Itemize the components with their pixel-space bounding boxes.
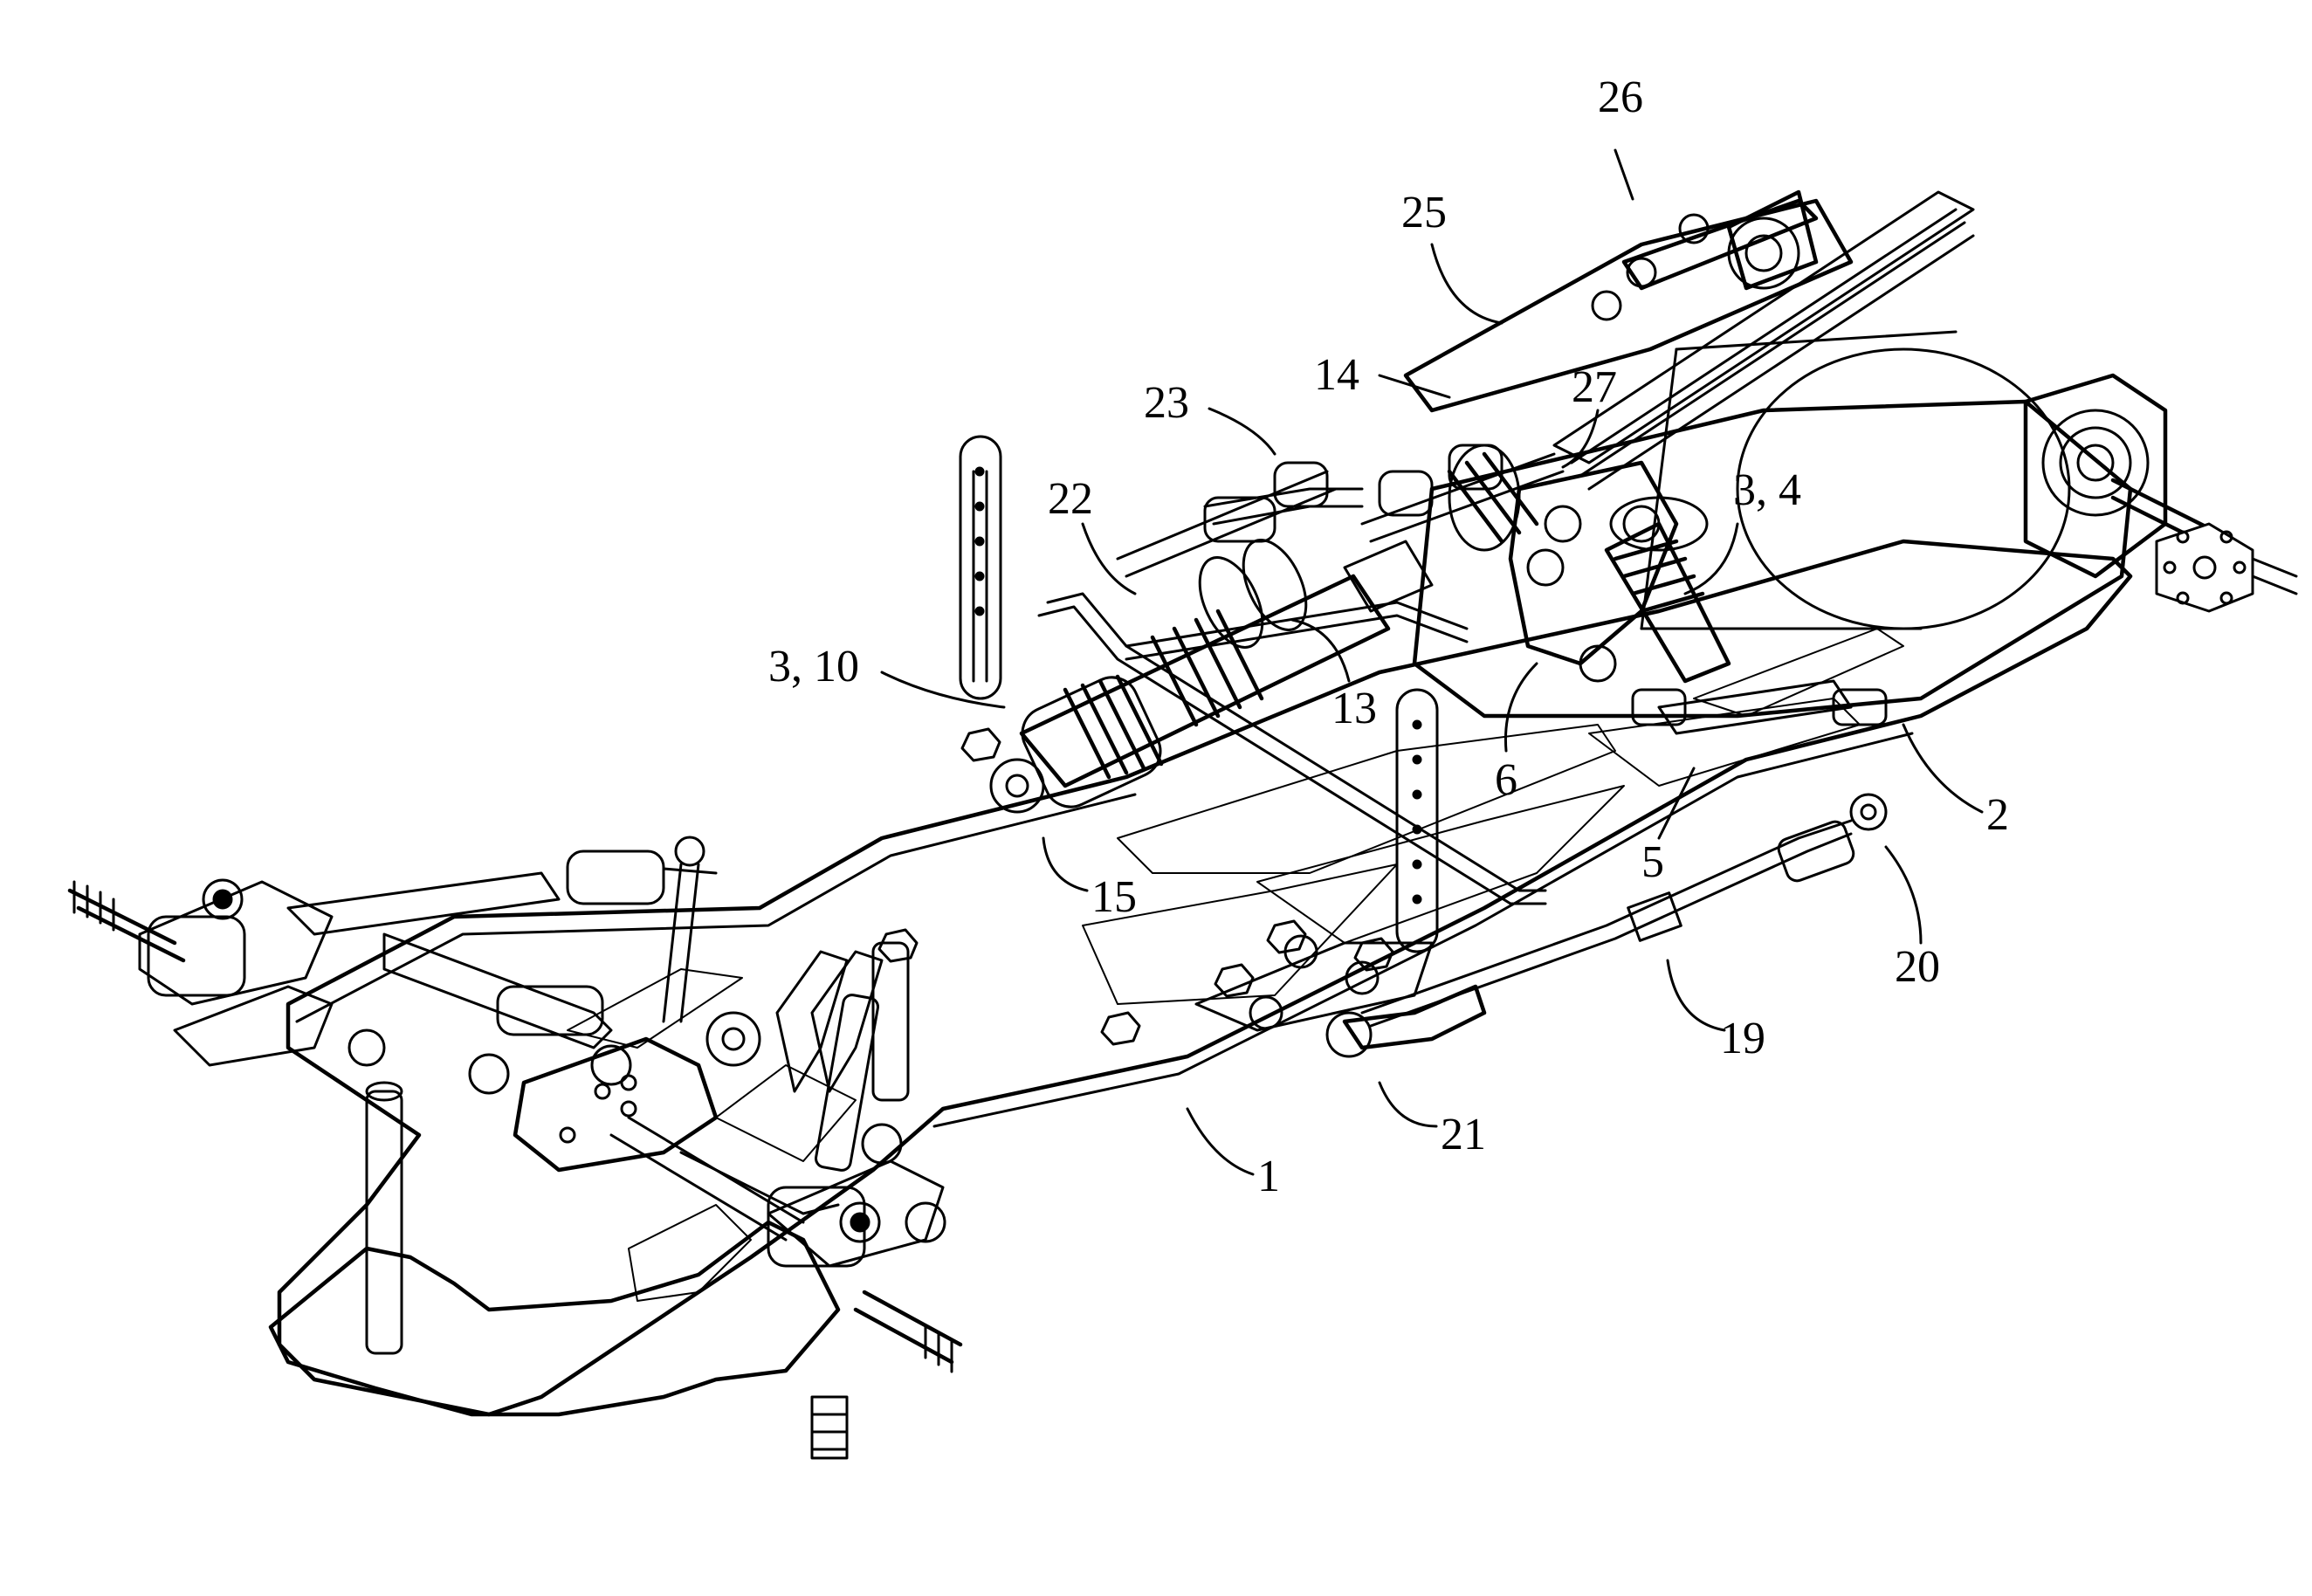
ref-1: 1 [1257,1152,1280,1201]
fasteners [877,727,1394,1046]
side-link [1194,793,1888,1058]
leader-23 [1208,407,1276,456]
body-posts [959,435,1439,953]
ref-25: 25 [1401,188,1447,237]
ref-22: 22 [1048,474,1093,524]
leader-19 [1666,959,1726,1032]
leader-5 [1657,767,1696,840]
leader-21 [1378,1081,1438,1128]
ref-6: 6 [1495,755,1517,805]
ref-3-10: 3, 10 [768,642,859,691]
leader-26 [1614,148,1634,201]
leader-2 [1902,723,1984,814]
leader-3-10 [880,671,1006,709]
ref-20: 20 [1895,942,1940,992]
ref-27: 27 [1572,362,1617,412]
leader-lines [880,148,1984,1176]
leader-25 [1430,243,1503,325]
leader-3-4 [1683,522,1739,595]
ref-14: 14 [1314,350,1359,400]
leader-15 [1042,836,1089,892]
ref-13: 13 [1331,684,1377,733]
leader-1 [1186,1107,1255,1176]
ref-23: 23 [1144,378,1189,428]
rear-pod-assembly [1403,189,2298,735]
leader-14 [1378,374,1451,399]
ref-15: 15 [1091,872,1137,922]
rear-shock [1447,444,1731,684]
leader-6 [1503,662,1538,753]
leader-22 [1081,522,1137,595]
anti-roll-bar [1037,444,1565,905]
leader-27 [1561,409,1600,469]
ref-3-4: 3, 4 [1733,465,1801,515]
leader-20 [1884,845,1923,945]
arrow-20 [1875,829,1896,856]
ref-2: 2 [1986,790,2009,840]
reference-labels: 26 25 14 27 23 22 3, 4 3, 10 13 6 2 5 15… [768,72,2009,1201]
ref-26: 26 [1598,72,1643,122]
front-shock [989,539,1434,814]
ref-5: 5 [1641,837,1664,887]
ref-21: 21 [1441,1110,1486,1159]
front-suspension-assembly [67,836,963,1460]
ref-19: 19 [1720,1014,1765,1063]
leader-13 [1290,618,1351,683]
chassis-plate [277,539,2133,1417]
arrow-23 [1264,444,1285,471]
